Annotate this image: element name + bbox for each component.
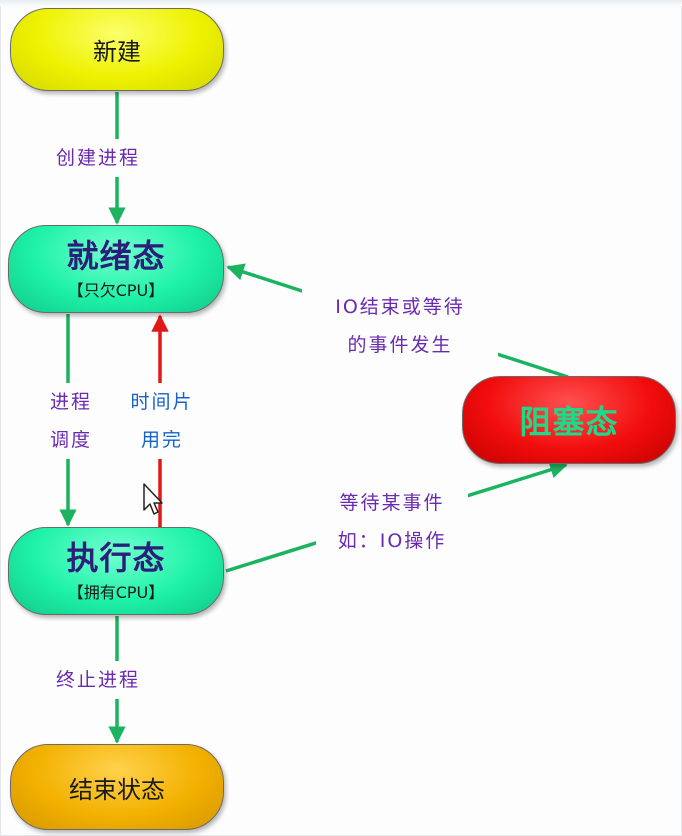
state-blocked-label: 阻塞态 [519,403,619,441]
state-new-label: 新建 [93,38,141,66]
transition-dispatch-line1: 进程 [49,391,92,413]
state-terminated: 结束状态 [10,744,224,830]
state-ready: 就绪态 【只欠CPU】 [8,225,224,313]
state-running: 执行态 【拥有CPU】 [8,527,224,615]
transition-io-wait-line2: 如：IO操作 [337,530,447,552]
state-running-note: 【拥有CPU】 [67,583,165,602]
transition-create-label: 创建进程 [52,139,145,177]
transition-terminate-label: 终止进程 [52,661,145,699]
transition-io-wait-line1: 等待某事件 [339,492,445,514]
mouse-pointer-icon [143,483,163,515]
state-ready-note: 【只欠CPU】 [67,281,165,300]
state-new: 新建 [10,8,224,91]
state-ready-label: 就绪态 [66,237,166,275]
state-terminated-label: 结束状态 [69,775,165,804]
transition-io-complete-label: IO结束或等待 的事件发生 [302,288,498,364]
transition-io-complete-line2: 的事件发生 [347,334,453,356]
transition-timeout-label: 时间片 用完 [114,383,210,459]
transition-io-complete-line1: IO结束或等待 [335,296,465,318]
window-top-edge [0,0,682,6]
transition-dispatch-label: 进程 调度 [34,383,108,459]
state-running-label: 执行态 [66,539,166,577]
transition-io-wait-label: 等待某事件 如：IO操作 [316,484,468,560]
transition-timeout-line1: 时间片 [130,391,194,413]
transition-dispatch-line2: 调度 [49,429,92,451]
state-blocked: 阻塞态 [462,376,676,464]
transition-timeout-line2: 用完 [140,429,183,451]
